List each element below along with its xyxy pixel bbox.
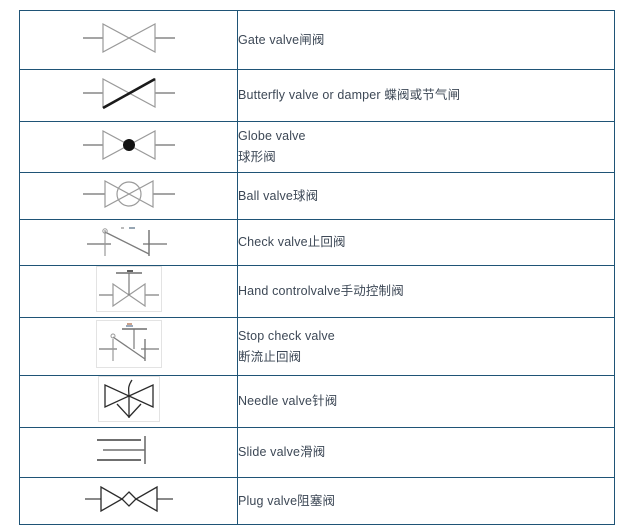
check-valve-symbol bbox=[77, 220, 181, 260]
label-cell: Needle valve针阀 bbox=[237, 375, 615, 428]
table-row: Globe valve 球形阀 bbox=[19, 121, 615, 173]
table-row: Ball valve球阀 bbox=[19, 172, 615, 220]
butterfly-valve-symbol bbox=[77, 73, 181, 113]
stop-check-valve-symbol bbox=[95, 320, 162, 368]
valve-label: Check valve止回阀 bbox=[238, 235, 346, 250]
valve-label: Stop check valve bbox=[238, 328, 335, 343]
symbol-cell bbox=[19, 375, 238, 428]
valve-label: Butterfly valve or damper 蝶阀或节气闸 bbox=[238, 88, 461, 103]
globe-valve-symbol bbox=[77, 125, 181, 165]
valve-symbol-table: Gate valve闸阀 Butterfly valve or damper 蝶… bbox=[19, 10, 615, 525]
table-row: Gate valve闸阀 bbox=[19, 10, 615, 70]
valve-label: Globe valve bbox=[238, 129, 306, 144]
ball-valve-symbol bbox=[77, 174, 181, 214]
label-cell: Stop check valve 断流止回阀 bbox=[237, 317, 615, 376]
valve-table-body: Gate valve闸阀 Butterfly valve or damper 蝶… bbox=[19, 10, 615, 525]
label-cell: Ball valve球阀 bbox=[237, 172, 615, 220]
table-row: Butterfly valve or damper 蝶阀或节气闸 bbox=[19, 69, 615, 122]
table-row: Slide valve滑阀 bbox=[19, 427, 615, 478]
symbol-cell bbox=[19, 121, 238, 173]
symbol-cell bbox=[19, 427, 238, 478]
valve-legend-container: Gate valve闸阀 Butterfly valve or damper 蝶… bbox=[19, 10, 615, 525]
valve-label: Plug valve阻塞阀 bbox=[238, 493, 336, 508]
table-row: Needle valve针阀 bbox=[19, 375, 615, 428]
label-cell: Check valve止回阀 bbox=[237, 219, 615, 266]
table-row: Hand controlvalve手动控制阀 bbox=[19, 265, 615, 318]
valve-label: Needle valve针阀 bbox=[238, 394, 338, 409]
symbol-cell bbox=[19, 172, 238, 220]
label-cell: Globe valve 球形阀 bbox=[237, 121, 615, 173]
slide-valve-symbol bbox=[89, 431, 169, 469]
symbol-cell bbox=[19, 219, 238, 266]
symbol-cell bbox=[19, 265, 238, 318]
gate-valve-symbol bbox=[77, 18, 181, 58]
plug-valve-symbol bbox=[81, 480, 177, 518]
label-cell: Plug valve阻塞阀 bbox=[237, 477, 615, 525]
valve-label: Gate valve闸阀 bbox=[238, 32, 325, 47]
label-cell: Gate valve闸阀 bbox=[237, 10, 615, 70]
label-cell: Hand controlvalve手动控制阀 bbox=[237, 265, 615, 318]
valve-label: Ball valve球阀 bbox=[238, 188, 319, 203]
needle-valve-symbol bbox=[97, 376, 160, 422]
valve-label-cn: 断流止回阀 bbox=[238, 349, 302, 364]
label-cell: Slide valve滑阀 bbox=[237, 427, 615, 478]
hand-control-valve-symbol bbox=[95, 266, 162, 312]
table-row: Stop check valve 断流止回阀 bbox=[19, 317, 615, 376]
symbol-cell bbox=[19, 317, 238, 376]
valve-label: Hand controlvalve手动控制阀 bbox=[238, 284, 404, 299]
label-cell: Butterfly valve or damper 蝶阀或节气闸 bbox=[237, 69, 615, 122]
table-row: Check valve止回阀 bbox=[19, 219, 615, 266]
symbol-cell bbox=[19, 477, 238, 525]
valve-label-cn: 球形阀 bbox=[238, 150, 276, 164]
table-row: Plug valve阻塞阀 bbox=[19, 477, 615, 525]
symbol-cell bbox=[19, 10, 238, 70]
valve-label: Slide valve滑阀 bbox=[238, 445, 326, 460]
symbol-cell bbox=[19, 69, 238, 122]
